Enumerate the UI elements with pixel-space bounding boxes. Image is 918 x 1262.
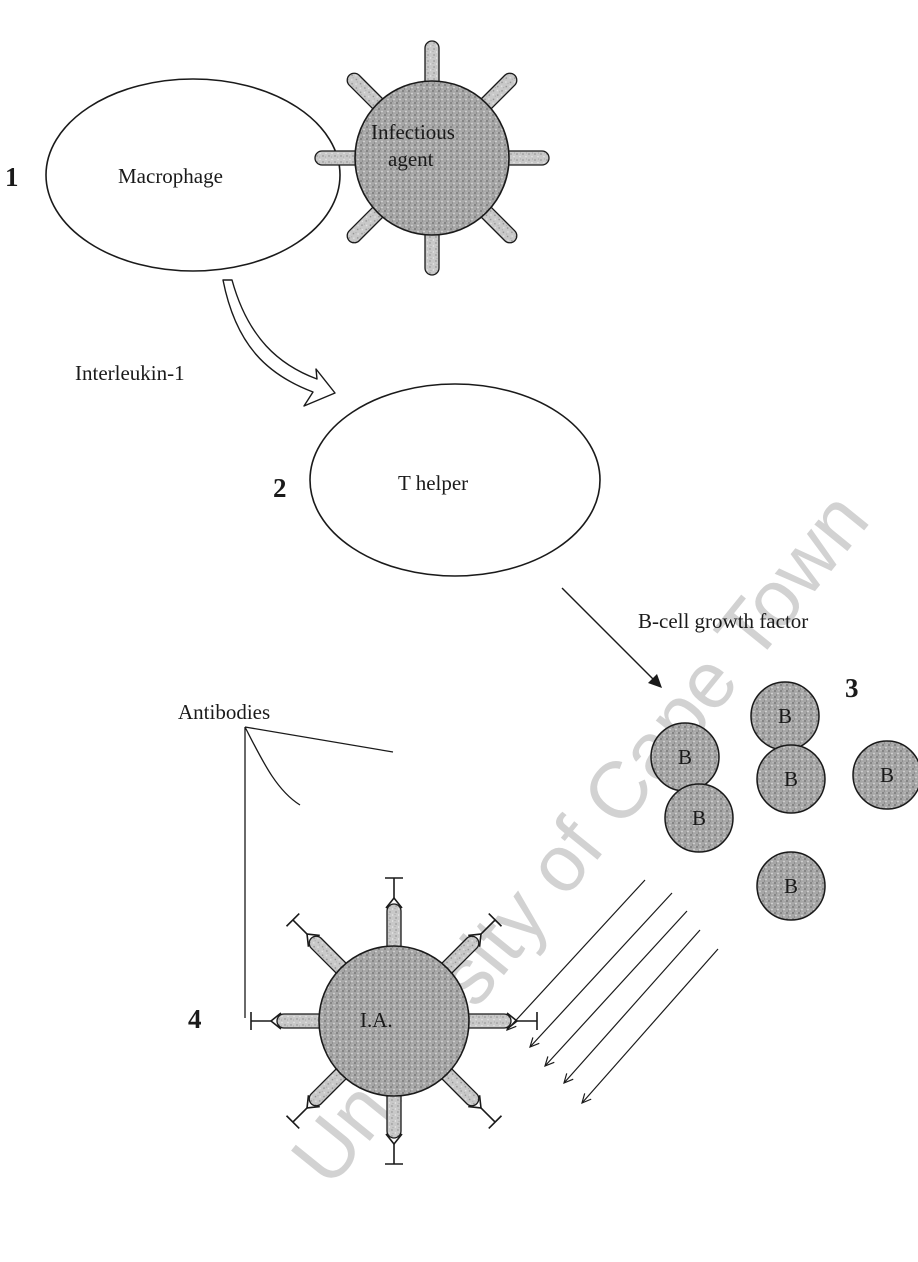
infectious-agent-label-line2: agent bbox=[388, 147, 434, 171]
pathogen-body bbox=[319, 946, 469, 1096]
b-cell-label: B bbox=[784, 874, 798, 898]
growth-factor-arrow-line bbox=[562, 588, 658, 684]
infectious-agent-neutralized bbox=[251, 878, 537, 1164]
bound-antibody bbox=[293, 920, 307, 934]
step-number-1: 1 bbox=[5, 162, 19, 192]
secretion-arrow bbox=[582, 949, 718, 1103]
t-helper-label: T helper bbox=[398, 471, 468, 495]
ia-label: I.A. bbox=[360, 1008, 393, 1032]
secretion-arrow bbox=[564, 930, 700, 1083]
watermark-text: University of Cape Town bbox=[274, 475, 885, 1200]
b-cell-label: B bbox=[692, 806, 706, 830]
step-number-2: 2 bbox=[273, 473, 287, 503]
bound-antibody bbox=[481, 1108, 495, 1122]
step-number-4: 4 bbox=[188, 1004, 202, 1034]
step-number-3: 3 bbox=[845, 673, 859, 703]
b-cell-label: B bbox=[880, 763, 894, 787]
interleukin-arrow bbox=[223, 280, 335, 406]
interleukin-label: Interleukin-1 bbox=[75, 361, 185, 385]
b-cell-label: B bbox=[784, 767, 798, 791]
b-cell-label: B bbox=[778, 704, 792, 728]
antibodies-label: Antibodies bbox=[178, 700, 270, 724]
secretion-arrow bbox=[545, 911, 687, 1066]
b-cell-growth-factor-label: B-cell growth factor bbox=[638, 609, 808, 633]
macrophage-label: Macrophage bbox=[118, 164, 223, 188]
b-cell-label: B bbox=[678, 745, 692, 769]
infectious-agent-label-line1: Infectious bbox=[371, 120, 455, 144]
